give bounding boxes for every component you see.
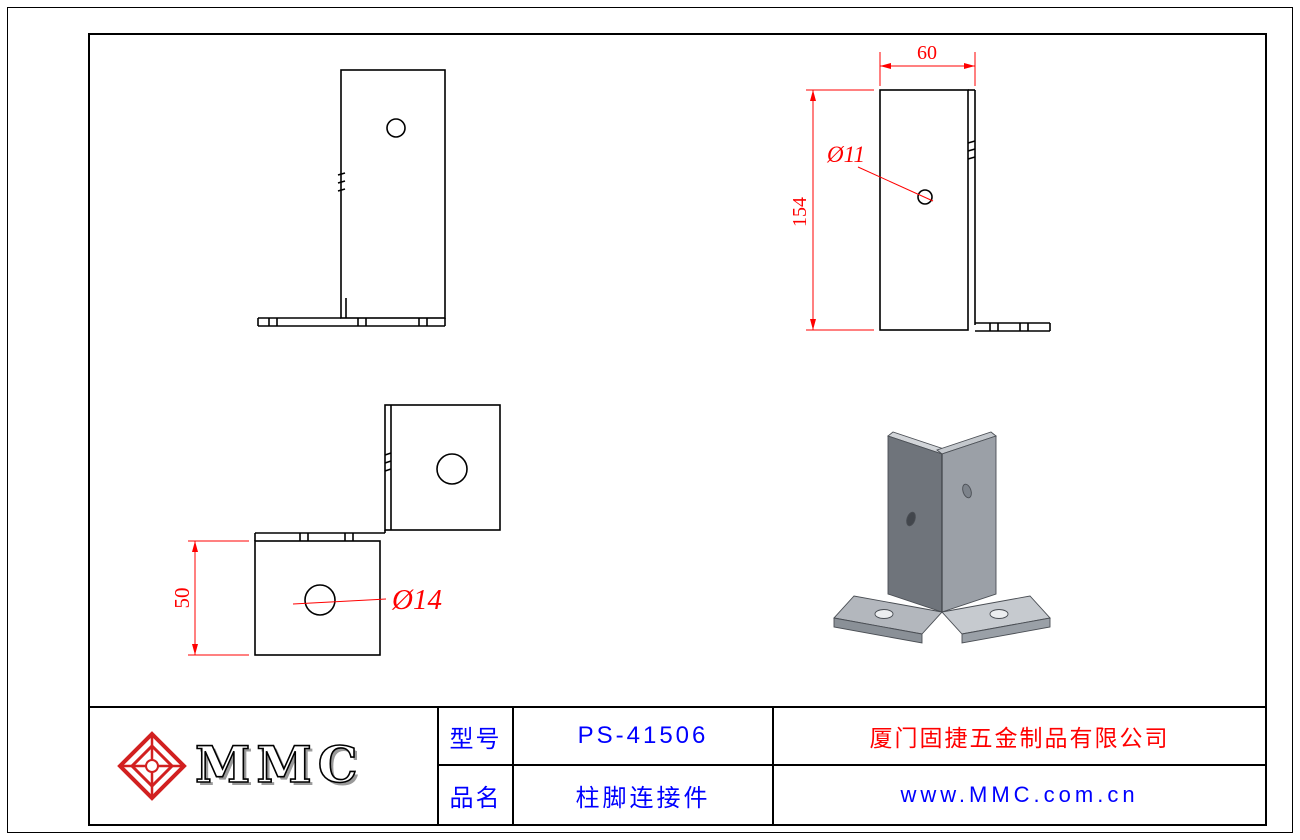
side-view-hole — [917, 189, 933, 205]
side-view-dimensions — [806, 52, 976, 331]
front-view-hole — [386, 118, 406, 138]
product-name-value: 柱脚连接件 — [514, 766, 774, 824]
product-name-label: 品名 — [439, 766, 514, 824]
isometric-view — [833, 431, 1051, 644]
outer-border — [7, 7, 1293, 833]
dim-side-width: 60 — [917, 42, 937, 64]
iso-left-flange-hole — [874, 609, 894, 619]
top-view-hole-lower — [304, 584, 336, 616]
company-name: 厦门固捷五金制品有限公司 — [774, 708, 1265, 766]
iso-right-plate-hole — [962, 483, 972, 499]
logo-text-shadow: MMC — [198, 738, 367, 797]
top-view — [254, 404, 501, 656]
mmc-logo: MMC MMC — [116, 731, 367, 801]
top-view-hole-upper — [436, 453, 468, 485]
front-view — [257, 69, 446, 327]
iso-right-flange-hole — [989, 609, 1009, 619]
logo-diamond-icon — [116, 731, 187, 801]
side-view — [879, 89, 1051, 332]
iso-left-plate-hole — [906, 511, 916, 527]
model-label: 型号 — [439, 708, 514, 766]
top-view-dimensions — [188, 540, 387, 656]
title-block: MMC MMC 型号 PS-41506 厦门固捷五金制品有限公司 品名 柱脚连接… — [88, 706, 1267, 826]
dim-top-hole: Ø14 — [391, 584, 442, 616]
dim-side-height: 154 — [789, 197, 811, 227]
logo-text: MMC — [195, 735, 364, 794]
dim-side-hole: Ø11 — [826, 142, 865, 167]
website: www.MMC.com.cn — [900, 782, 1139, 807]
logo-cell: MMC MMC — [90, 708, 439, 824]
dim-top-height: 50 — [170, 588, 194, 609]
model-value: PS-41506 — [514, 708, 774, 766]
